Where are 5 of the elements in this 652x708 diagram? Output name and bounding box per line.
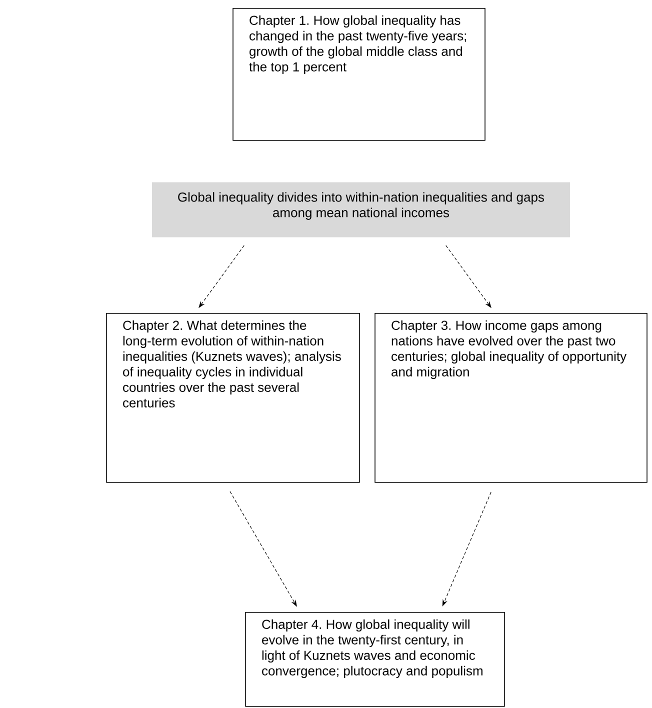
- heading-band: Global inequality divides into within-nation inequalities and gaps among mean national incomes: [152, 182, 570, 238]
- chapter-box: Chapter 3. How income gaps among nations have evolved over the past two centuries; global inequality of opportunity and migration: [374, 313, 648, 483]
- chapter-box: Chapter 2. What determines the long-term evolution of within-nation inequalities (Kuznets waves); analysis of inequality cycles in individual countries over the past several centuries: [106, 313, 360, 483]
- chapter-box: Chapter 4. How global inequality will evolve in the twenty-first century, in light of Kuznets waves and economic convergence; plutocracy and populism: [245, 612, 505, 707]
- chapter-box: Chapter 1. How global inequality has changed in the past twenty-five years; growth of the global middle class and the top 1 percent: [232, 8, 486, 141]
